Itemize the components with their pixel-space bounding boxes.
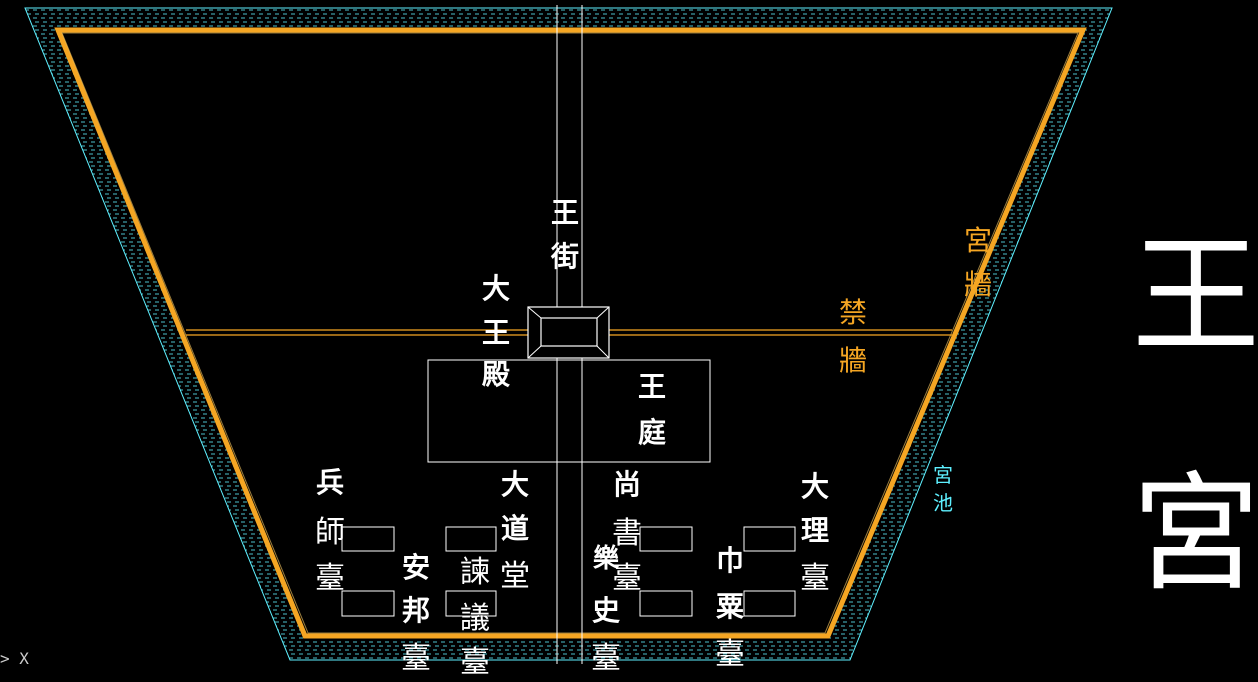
moat-outer-edge <box>24 7 1113 661</box>
label-jian-yi-tai-2: 議 <box>460 601 490 636</box>
label-jin-qiang-2: 牆 <box>839 344 867 377</box>
label-jin-li-tai-1: 巾 <box>716 544 744 577</box>
label-da-wang-dian-2: 王 <box>482 316 510 349</box>
label-gong-chi-1: 宮 <box>933 463 953 487</box>
label-da-wang-dian-3: 殿 <box>481 358 510 391</box>
labels-layer: 王 街 大 王 殿 王 庭 宮 牆 禁 牆 宮 池 兵 師 臺 安 邦 臺 諫 … <box>0 196 1258 680</box>
label-an-bang-tai-3: 臺 <box>401 641 431 676</box>
label-yue-shi-tai-2: 史 <box>592 594 620 627</box>
hall-corner-bl <box>527 345 542 359</box>
title-char-2: 宮 <box>1132 460 1258 609</box>
label-da-dao-tang-2: 道 <box>501 512 529 545</box>
box-shang-shu-upper <box>639 526 693 552</box>
label-gong-qiang-1: 宮 <box>964 224 992 257</box>
label-yue-shi-tai-3: 臺 <box>591 641 621 676</box>
label-wang-jie-2: 街 <box>550 240 579 273</box>
hall-corner-br <box>596 345 610 359</box>
box-bing-shi-upper <box>341 526 395 552</box>
palace-outer-wall <box>54 27 1087 639</box>
label-da-li-tai-2: 理 <box>801 514 829 547</box>
label-bing-shi-tai-2: 師 <box>315 515 345 550</box>
label-jian-yi-tai-3: 臺 <box>460 645 490 680</box>
hall-corner-tl <box>527 306 542 319</box>
label-yue-shi-tai-1: 樂 <box>593 543 620 574</box>
label-da-dao-tang-3: 堂 <box>500 559 530 594</box>
label-da-li-tai-3: 臺 <box>800 561 830 596</box>
label-gong-qiang-2: 牆 <box>964 268 992 301</box>
box-jian-yi-upper <box>445 526 497 552</box>
great-king-hall-outer <box>527 306 610 359</box>
great-king-hall-inner <box>540 317 598 347</box>
label-wang-ting-1: 王 <box>638 370 666 403</box>
label-jin-qiang-1: 禁 <box>839 296 867 329</box>
label-da-li-tai-1: 大 <box>801 470 829 503</box>
box-da-li-upper <box>743 526 796 552</box>
label-shang-shu-tai-3: 臺 <box>612 561 642 596</box>
palace-outer-wall-inner-line <box>61 32 1079 634</box>
box-shang-shu-lower <box>639 590 693 617</box>
label-wang-jie-1: 王 <box>551 196 579 229</box>
label-gong-chi-2: 池 <box>933 491 953 515</box>
label-wang-ting-2: 庭 <box>638 416 666 449</box>
label-da-dao-tang-1: 大 <box>501 468 529 501</box>
box-da-li-lower <box>743 590 796 617</box>
label-jin-li-tai-2: 粟 <box>716 590 744 623</box>
label-bing-shi-tai-1: 兵 <box>316 466 344 499</box>
command-prompt[interactable]: > X <box>0 649 29 668</box>
hall-corner-tr <box>596 306 610 319</box>
title-char-1: 王 <box>1132 222 1258 371</box>
label-jin-li-tai-3: 臺 <box>715 637 745 672</box>
label-jian-yi-tai-1: 諫 <box>460 555 490 590</box>
label-bing-shi-tai-3: 臺 <box>315 561 345 596</box>
label-an-bang-tai-1: 安 <box>402 551 430 584</box>
box-bing-shi-lower <box>341 590 395 617</box>
label-shang-shu-tai-1: 尚 <box>613 468 641 501</box>
label-da-wang-dian-1: 大 <box>482 272 510 305</box>
label-shang-shu-tai-2: 書 <box>612 516 642 551</box>
label-an-bang-tai-2: 邦 <box>402 594 430 627</box>
royal-court-rect <box>427 359 711 463</box>
box-jian-yi-lower <box>445 590 497 617</box>
